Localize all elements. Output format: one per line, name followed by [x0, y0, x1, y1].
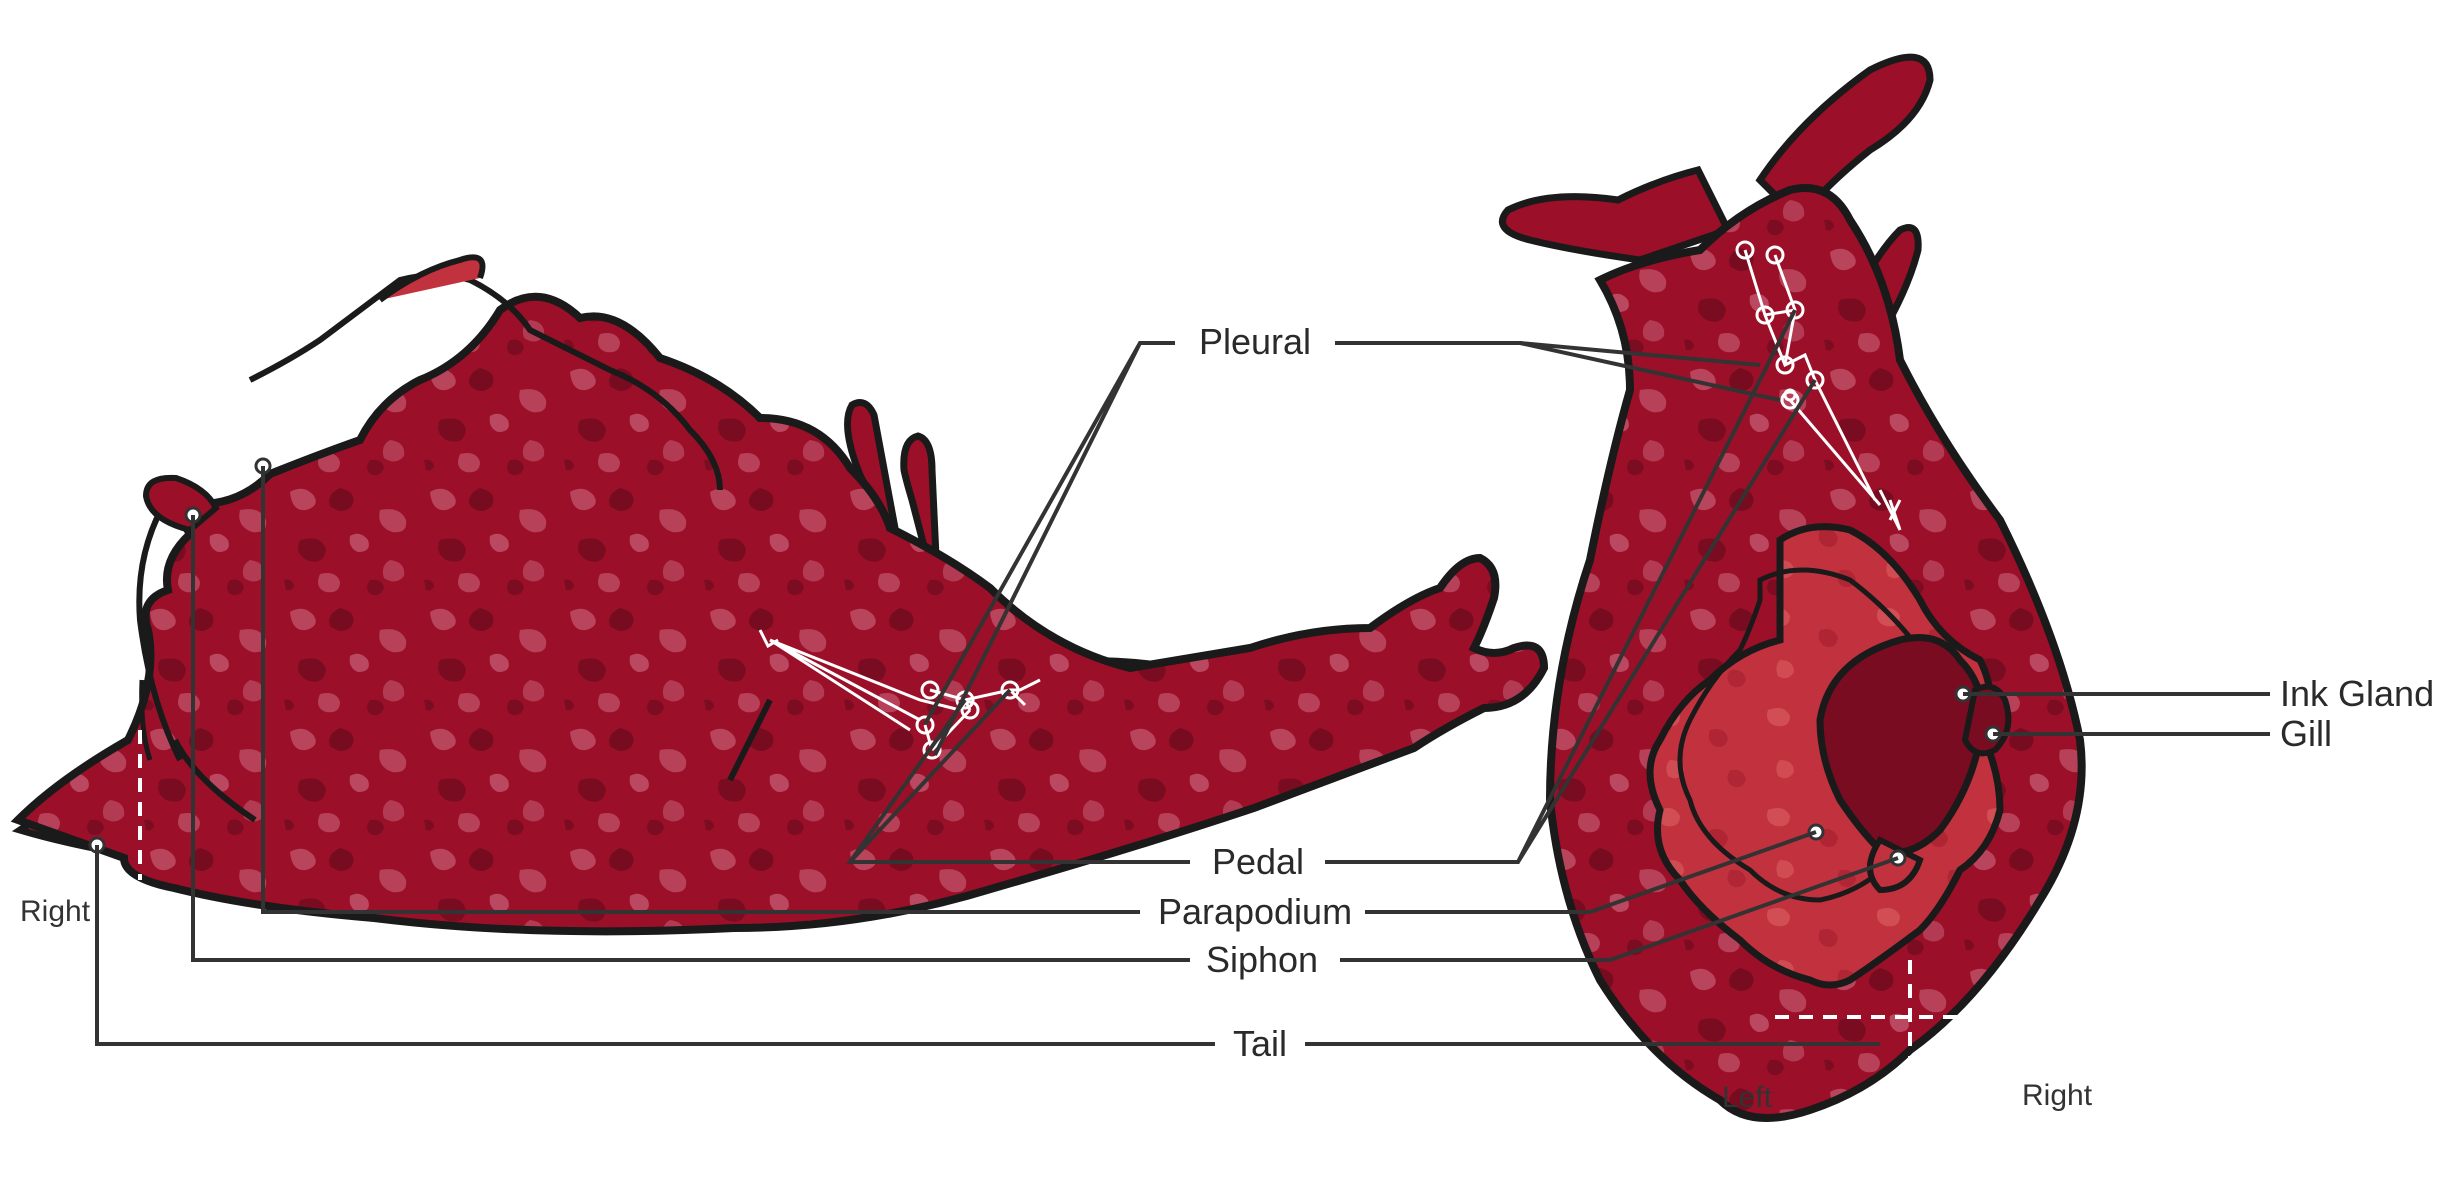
- side-body: [10, 292, 1549, 936]
- gill-label: Gill: [2280, 713, 2332, 754]
- tail-label: Tail: [1232, 1023, 1288, 1064]
- leader-lines: [95, 309, 2270, 1046]
- side-ganglia: [758, 629, 1041, 760]
- siphon-leader-right: [1340, 856, 1899, 962]
- side-view-animal: [10, 254, 1549, 936]
- side-view-right-label: Right: [20, 895, 91, 928]
- parapodium-leader-left: [261, 466, 1140, 914]
- pleural-label: Pleural: [1198, 321, 1312, 362]
- top-gill: [1961, 683, 2012, 757]
- top-oral-tentacle-left: [1499, 165, 1733, 264]
- pedal-label: Pedal: [1211, 841, 1305, 882]
- top-view-animal: [1499, 53, 2086, 1140]
- top-view-left-label: Left: [1722, 1081, 1773, 1114]
- top-oral-tentacle-right: [1755, 53, 1934, 226]
- pedal-leader-left: [846, 688, 1190, 864]
- pleural-leader-left: [923, 341, 1175, 756]
- top-view-right-label: Right: [2022, 1079, 2093, 1112]
- pedal-leader-right: [1325, 309, 1817, 864]
- parapodium-label: Parapodium: [1157, 891, 1353, 932]
- siphon-label: Siphon: [1205, 939, 1319, 980]
- tail-leader-left: [95, 845, 1215, 1046]
- parapodium-leader-right: [1365, 830, 1817, 914]
- ink-gland-label: Ink Gland: [2280, 673, 2435, 714]
- side-parapodium-rim: [378, 254, 486, 303]
- side-parapodium-edge: [248, 272, 723, 491]
- pleural-leader-right: [1335, 341, 1781, 402]
- siphon-leader-left: [191, 515, 1190, 962]
